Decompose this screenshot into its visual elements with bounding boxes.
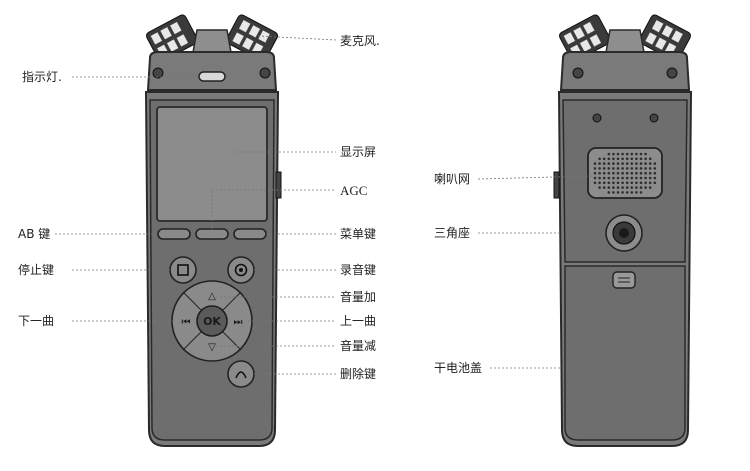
label-next-track: 上一曲 <box>340 314 376 328</box>
label-tripod-mount: 三角座 <box>434 225 470 240</box>
front-side-switch[interactable] <box>275 171 282 199</box>
label-indicator: 指示灯. <box>22 69 62 84</box>
navigation-pad: OK △ ▽ ⏮ ⏭ <box>171 280 253 362</box>
back-side-switch[interactable] <box>553 171 560 199</box>
battery-latch[interactable] <box>612 271 636 289</box>
volume-up-icon: △ <box>208 291 216 302</box>
label-record-key: 录音键 <box>340 262 376 277</box>
ok-button[interactable] <box>196 305 228 337</box>
labels: 麦克风. 指示灯. 显示屏 AGC AB 键 菜单键 停止键 录音键 音量加 下… <box>18 34 482 381</box>
menu-button[interactable] <box>233 228 267 240</box>
leader-lines <box>55 35 606 375</box>
front-microphone-right <box>225 14 279 62</box>
speaker-grille <box>587 147 663 199</box>
label-display: 显示屏 <box>340 145 376 159</box>
back-head-block <box>559 51 691 91</box>
tripod-mount <box>605 214 643 252</box>
record-icon <box>234 263 248 277</box>
back-view <box>553 14 693 447</box>
front-head-block <box>146 51 278 91</box>
battery-cover[interactable] <box>564 265 686 441</box>
label-volume-down: 音量减 <box>340 338 376 353</box>
front-screw-left <box>152 67 164 79</box>
back-screw-right <box>666 67 678 79</box>
label-microphone: 麦克风. <box>340 34 380 48</box>
front-view: OK △ ▽ ⏮ ⏭ <box>144 14 282 447</box>
delete-button[interactable] <box>227 360 255 388</box>
label-agc: AGC <box>340 183 367 198</box>
stop-icon <box>177 264 189 276</box>
agc-button[interactable] <box>195 228 229 240</box>
back-screw-upper-right <box>649 113 659 123</box>
ok-label: OK <box>203 315 221 328</box>
label-battery-cover: 干电池盖 <box>434 361 482 375</box>
label-ab-key: AB 键 <box>18 227 50 241</box>
previous-track-icon: ⏮ <box>182 317 191 328</box>
next-track-icon: ⏭ <box>234 317 243 328</box>
label-volume-up: 音量加 <box>340 289 376 304</box>
record-button[interactable] <box>227 256 255 284</box>
front-screw-right <box>259 67 271 79</box>
back-screw-left <box>572 67 584 79</box>
label-prev-track: 下一曲 <box>18 314 54 328</box>
label-delete-key: 删除键 <box>340 366 376 381</box>
label-menu-key: 菜单键 <box>340 227 376 241</box>
label-stop-key: 停止键 <box>18 262 54 277</box>
label-speaker-grille: 喇叭网 <box>434 171 470 186</box>
ab-button[interactable] <box>157 228 191 240</box>
delete-icon <box>235 371 247 379</box>
volume-down-icon: ▽ <box>208 342 216 353</box>
back-screw-upper-left <box>592 113 602 123</box>
back-microphone-left <box>558 14 612 62</box>
stop-button[interactable] <box>169 256 197 284</box>
indicator-light <box>198 71 226 82</box>
